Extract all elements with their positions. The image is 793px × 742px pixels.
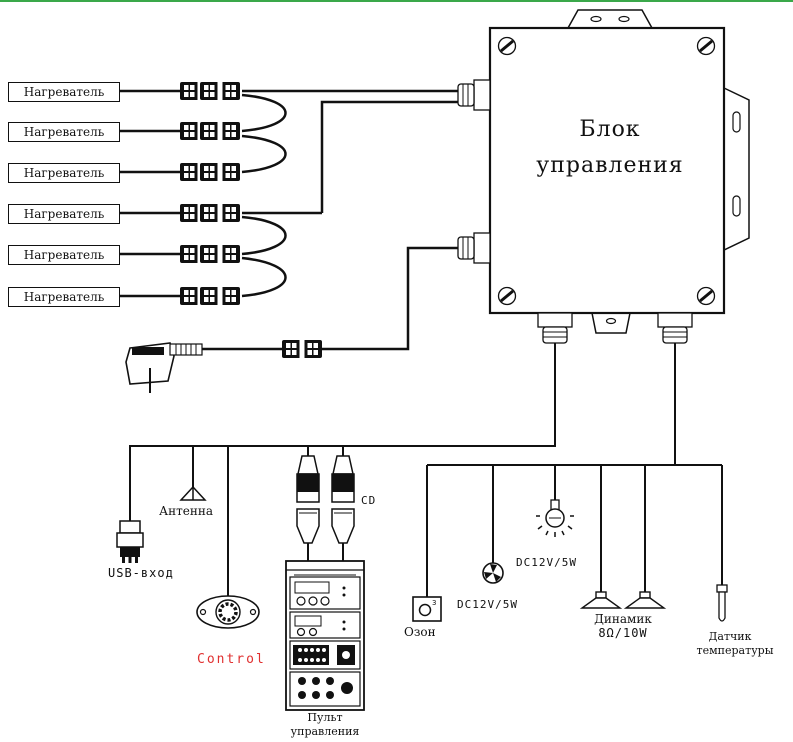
remote-label-line2: управления [290,725,360,738]
control-box [488,9,750,334]
cd-connectors [296,455,355,544]
cable-gland-bottom-left [537,312,573,344]
antenna-label: Антенна [159,504,213,518]
light-power-label: DC12V/5W [516,556,577,569]
power-plug [125,342,203,393]
remote-control-panel [285,560,365,711]
cable-gland-bottom-right [657,312,693,344]
heater-label: Нагреватель [8,82,120,102]
heater-label: Нагреватель [8,287,120,307]
svg-text:3: 3 [432,599,436,607]
cable-gland-left-lower [457,232,491,264]
fan-icon [482,562,504,584]
remote-label-line1: Пульт [307,711,343,724]
left-wiring-tree [129,343,556,597]
cable-gland-left-upper [457,79,491,111]
usb-input-label: USB-вход [108,566,174,580]
control-label: Control [197,652,266,667]
light-bulb-icon [536,499,574,537]
temperature-sensor-icon [716,584,728,622]
cd-label: CD [361,494,377,507]
speaker-label-line2: 8Ω/10W [598,626,648,640]
sensor-label-line1: Датчик [708,630,752,643]
control-box-title-line2: управления [536,153,684,178]
power-connector [282,338,322,360]
usb-connector [116,520,144,563]
heater-label: Нагреватель [8,204,120,224]
right-wiring-tree [426,343,723,597]
heater-wires [120,89,458,298]
heater-label: Нагреватель [8,122,120,142]
heater-label: Нагреватель [8,163,120,183]
power-cord [202,246,458,351]
sensor-label-line2: температуры [696,644,774,657]
control-box-title-line1: Блок [579,117,641,142]
ozone-label: Озон [404,625,436,639]
fan-power-label: DC12V/5W [457,598,518,611]
heater-label: Нагреватель [8,245,120,265]
antenna-symbol [179,485,207,501]
top-accent-bar [0,0,793,2]
ozone-device: 3 [412,596,442,622]
speaker-label-line1: Динамик [594,612,652,626]
speaker-icons [579,591,667,609]
heater-connectors [180,80,240,307]
control-knob [196,595,260,629]
